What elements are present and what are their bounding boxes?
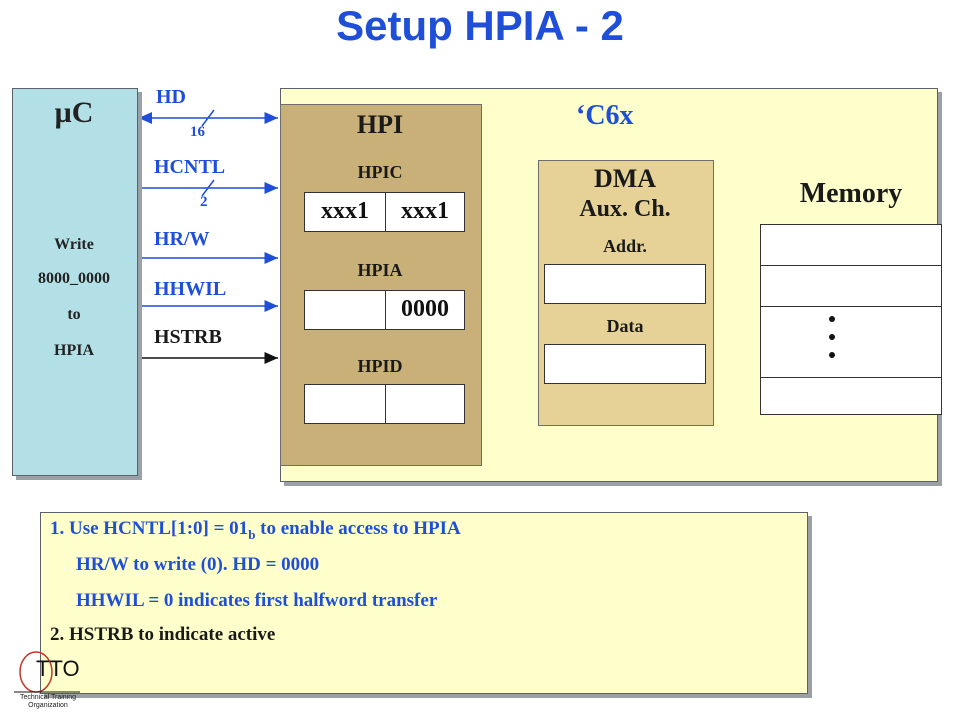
hpia-cell-low: 0000 xyxy=(385,290,465,330)
uc-line-3: to xyxy=(67,306,81,323)
notes-box xyxy=(40,512,808,694)
dma-title: DMA xyxy=(593,164,657,193)
memory-cell-2 xyxy=(760,265,942,307)
note-line-1-suffix: to enable access to HPIA xyxy=(255,518,461,539)
ellipsis-dot xyxy=(829,334,835,340)
hpid-cell-low xyxy=(385,384,465,424)
uc-line-2: 8000_0000 xyxy=(38,270,110,287)
tto-caption-line-2: Organization xyxy=(28,702,68,709)
tto-logo: TTO Technical Training Organization xyxy=(10,650,80,716)
hcntl-width-label: 2 xyxy=(200,194,208,210)
memory-cell-1 xyxy=(760,224,942,266)
note-line-4: 2. HSTRB to indicate active xyxy=(50,624,276,645)
page-title: Setup HPIA - 2 xyxy=(336,2,624,49)
dma-data-label: Data xyxy=(606,316,644,336)
dma-addr-label: Addr. xyxy=(603,236,647,256)
hpid-cell-high xyxy=(304,384,386,424)
dma-subtitle: Aux. Ch. xyxy=(579,196,671,222)
memory-cell-4 xyxy=(760,377,942,415)
hpia-label: HPIA xyxy=(357,260,403,280)
dma-addr-cell xyxy=(544,264,706,304)
hd-label: HD xyxy=(156,86,186,108)
hstrb-label: HSTRB xyxy=(154,326,222,348)
hpic-value-high: xxx1 xyxy=(321,198,369,224)
tto-caption-line-1: Technical Training xyxy=(19,694,77,701)
hpid-label: HPID xyxy=(357,356,403,376)
hd-bus-tick xyxy=(201,109,215,127)
uc-line-1: Write xyxy=(54,236,94,253)
note-line-2: HR/W to write (0). HD = 0000 xyxy=(76,554,320,575)
hpic-value-low: xxx1 xyxy=(401,198,449,224)
note-line-1-prefix: 1. Use HCNTL[1:0] = 01 xyxy=(50,518,249,539)
tto-logo-text: TTO xyxy=(36,656,80,681)
microcontroller-title: µC xyxy=(54,96,94,129)
hpic-cell-high: xxx1 xyxy=(304,192,386,232)
memory-title: Memory xyxy=(799,178,903,209)
hpic-label: HPIC xyxy=(357,162,403,182)
note-line-3: HHWIL = 0 indicates first halfword trans… xyxy=(76,590,438,611)
ellipsis-dot xyxy=(829,316,835,322)
hcntl-bus-tick xyxy=(201,179,215,197)
hcntl-label: HCNTL xyxy=(154,156,226,178)
hhwil-label: HHWIL xyxy=(154,278,227,300)
uc-line-4: HPIA xyxy=(54,342,94,359)
memory-cell-3 xyxy=(760,306,942,378)
hpi-title: HPI xyxy=(356,110,404,139)
hpic-cell-low: xxx1 xyxy=(385,192,465,232)
hpia-cell-high xyxy=(304,290,386,330)
hd-width-label: 16 xyxy=(190,124,205,140)
microcontroller-block xyxy=(12,88,138,476)
dma-data-cell xyxy=(544,344,706,384)
note-line-1-subscript: b xyxy=(248,526,256,542)
c6x-label: ‘C6x xyxy=(576,100,634,131)
tto-logo-graphic xyxy=(14,651,80,693)
tto-logo-caption: Technical Training Organization xyxy=(16,694,80,710)
hpia-value-low: 0000 xyxy=(401,296,449,322)
note-line-1: 1. Use HCNTL[1:0] = 01b to enable access… xyxy=(50,518,461,543)
hrw-label: HR/W xyxy=(154,228,210,250)
ellipsis-dot xyxy=(829,352,835,358)
